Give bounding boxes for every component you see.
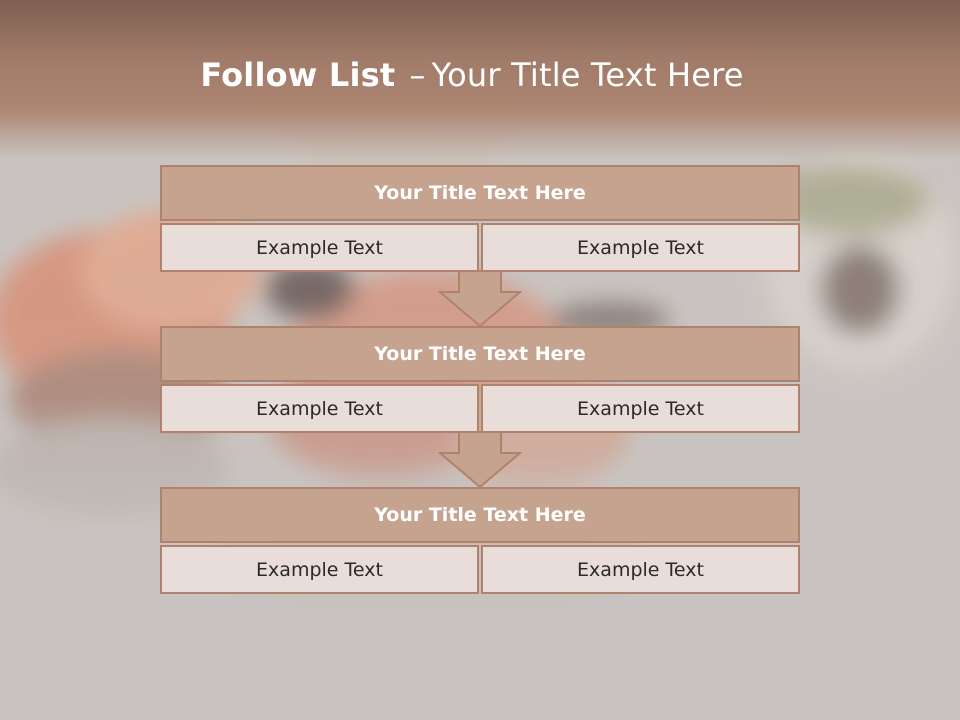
block-row: Example Text Example Text xyxy=(160,384,800,433)
block-title: Your Title Text Here xyxy=(160,165,800,221)
title-separator: – xyxy=(409,56,426,94)
block-row: Example Text Example Text xyxy=(160,545,800,594)
cell-right: Example Text xyxy=(481,384,800,433)
cell-right: Example Text xyxy=(481,545,800,594)
title-bold: Follow List xyxy=(200,56,396,94)
header-band xyxy=(0,0,960,160)
page-title: Follow List–Your Title Text Here xyxy=(0,56,944,94)
list-block-3: Your Title Text Here Example Text Exampl… xyxy=(160,487,800,594)
cell-right: Example Text xyxy=(481,223,800,272)
down-arrow-icon xyxy=(438,431,522,489)
block-title: Your Title Text Here xyxy=(160,326,800,382)
list-block-1: Your Title Text Here Example Text Exampl… xyxy=(160,165,800,272)
down-arrow-icon xyxy=(438,270,522,328)
list-block-2: Your Title Text Here Example Text Exampl… xyxy=(160,326,800,433)
title-rest: Your Title Text Here xyxy=(431,56,744,94)
block-row: Example Text Example Text xyxy=(160,223,800,272)
block-title: Your Title Text Here xyxy=(160,487,800,543)
cell-left: Example Text xyxy=(160,223,479,272)
cell-left: Example Text xyxy=(160,545,479,594)
cell-left: Example Text xyxy=(160,384,479,433)
